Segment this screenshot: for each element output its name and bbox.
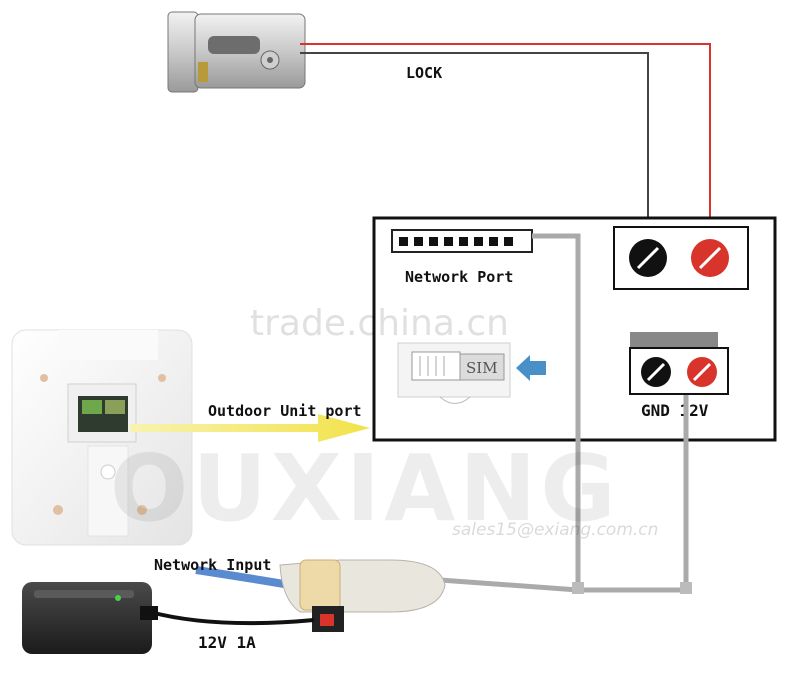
- watermark-site: trade.china.cn: [250, 303, 509, 344]
- network-input-cable: [195, 566, 291, 589]
- splitter-connector: [279, 559, 446, 632]
- electric-lock: [167, 11, 306, 93]
- outdoor-unit: [11, 329, 193, 546]
- bottom-cable-run: [439, 577, 686, 593]
- network-port-label: Network Port: [405, 268, 513, 286]
- adapter-cable: [149, 610, 315, 626]
- outdoor-unit-arrow: [130, 414, 370, 442]
- lock-red-wire: [300, 43, 711, 240]
- lock-black-wire: [300, 52, 649, 240]
- network-port-cable: [532, 233, 581, 590]
- network-input-label: Network Input: [154, 556, 271, 574]
- gnd-12v-label: GND 12V: [641, 401, 709, 420]
- sim-arrow: [516, 355, 546, 381]
- outdoor-unit-port-label: Outdoor Unit port: [208, 402, 362, 420]
- sim-slot: [397, 342, 511, 404]
- watermark-email: sales15@exiang.com.cn: [452, 520, 658, 540]
- power-label: 12V 1A: [198, 633, 256, 652]
- sim-label: SIM: [466, 359, 498, 377]
- network-port-connector: [391, 229, 533, 253]
- lock-label: LOCK: [406, 64, 442, 82]
- power-adapter: [22, 582, 158, 654]
- lock-terminal-block: [613, 226, 749, 290]
- watermark-brand: OUXIANG: [110, 435, 620, 542]
- power-terminal-block: [629, 332, 729, 395]
